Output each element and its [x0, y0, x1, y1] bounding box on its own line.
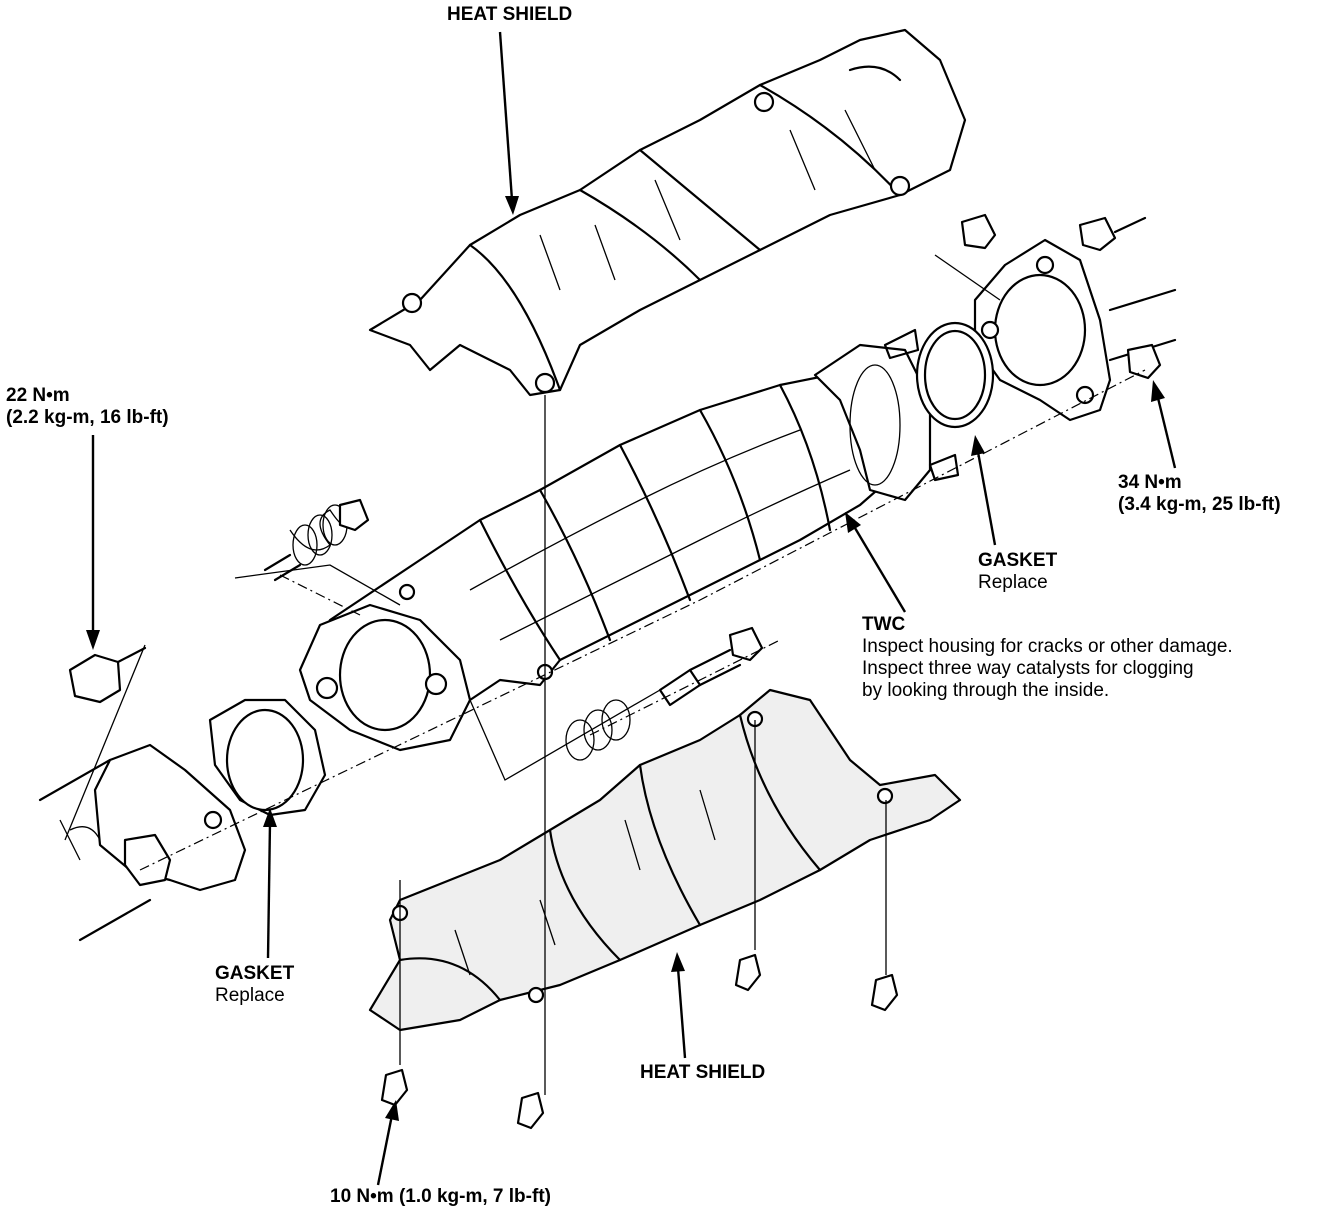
rear-pipe-flange: [973, 238, 1177, 422]
torque-34-label: 34 N•m (3.4 kg-m, 25 lb-ft): [1118, 472, 1281, 516]
torque-10-label: 10 N•m (1.0 kg-m, 7 lb-ft): [330, 1186, 551, 1208]
leader-arrows: [86, 31, 1177, 1186]
gasket-left-note: Replace: [215, 985, 285, 1006]
flange-nuts-right: [883, 213, 1162, 482]
twc-note-2: Inspect three way catalysts for clogging: [862, 658, 1194, 679]
bolts-10nm: [380, 953, 899, 1130]
torque-22-value: 22 N•m: [6, 385, 70, 406]
heat-shield-bottom-label: HEAT SHIELD: [640, 1062, 765, 1084]
spring-bolt-upper: [263, 498, 370, 582]
twc-note-3: by looking through the inside.: [862, 680, 1110, 701]
twc-title: TWC: [862, 614, 906, 635]
torque-22-label: 22 N•m (2.2 kg-m, 16 lb-ft): [6, 385, 169, 429]
torque-34-detail: (3.4 kg-m, 25 lb-ft): [1118, 494, 1281, 515]
front-pipe: [38, 743, 247, 942]
heat-shield-top-label: HEAT SHIELD: [447, 4, 572, 26]
torque-34-value: 34 N•m: [1118, 472, 1182, 493]
heat-shield-bottom-text: HEAT SHIELD: [640, 1062, 766, 1083]
gasket-right: [915, 321, 995, 429]
gasket-left-title: GASKET: [215, 963, 295, 984]
twc-note-1: Inspect housing for cracks or other dama…: [862, 636, 1233, 657]
torque-10-text: 10 N•m (1.0 kg-m, 7 lb-ft): [330, 1186, 551, 1207]
lower-heat-shield: [368, 688, 962, 1032]
gasket-left-label: GASKET Replace: [215, 963, 294, 1007]
gasket-right-title: GASKET: [978, 550, 1058, 571]
upper-heat-shield: [368, 28, 967, 397]
alignment-lines: [64, 254, 1146, 1095]
torque-22-detail: (2.2 kg-m, 16 lb-ft): [6, 407, 169, 428]
nut-22nm: [68, 646, 147, 704]
twc-label: TWC Inspect housing for cracks or other …: [862, 614, 1233, 702]
twc-converter: [298, 343, 932, 752]
heat-shield-top-text: HEAT SHIELD: [447, 4, 573, 25]
gasket-right-note: Replace: [978, 572, 1048, 593]
gasket-right-label: GASKET Replace: [978, 550, 1057, 594]
gasket-left: [208, 698, 327, 817]
spring-bolt-lower: [565, 626, 764, 761]
